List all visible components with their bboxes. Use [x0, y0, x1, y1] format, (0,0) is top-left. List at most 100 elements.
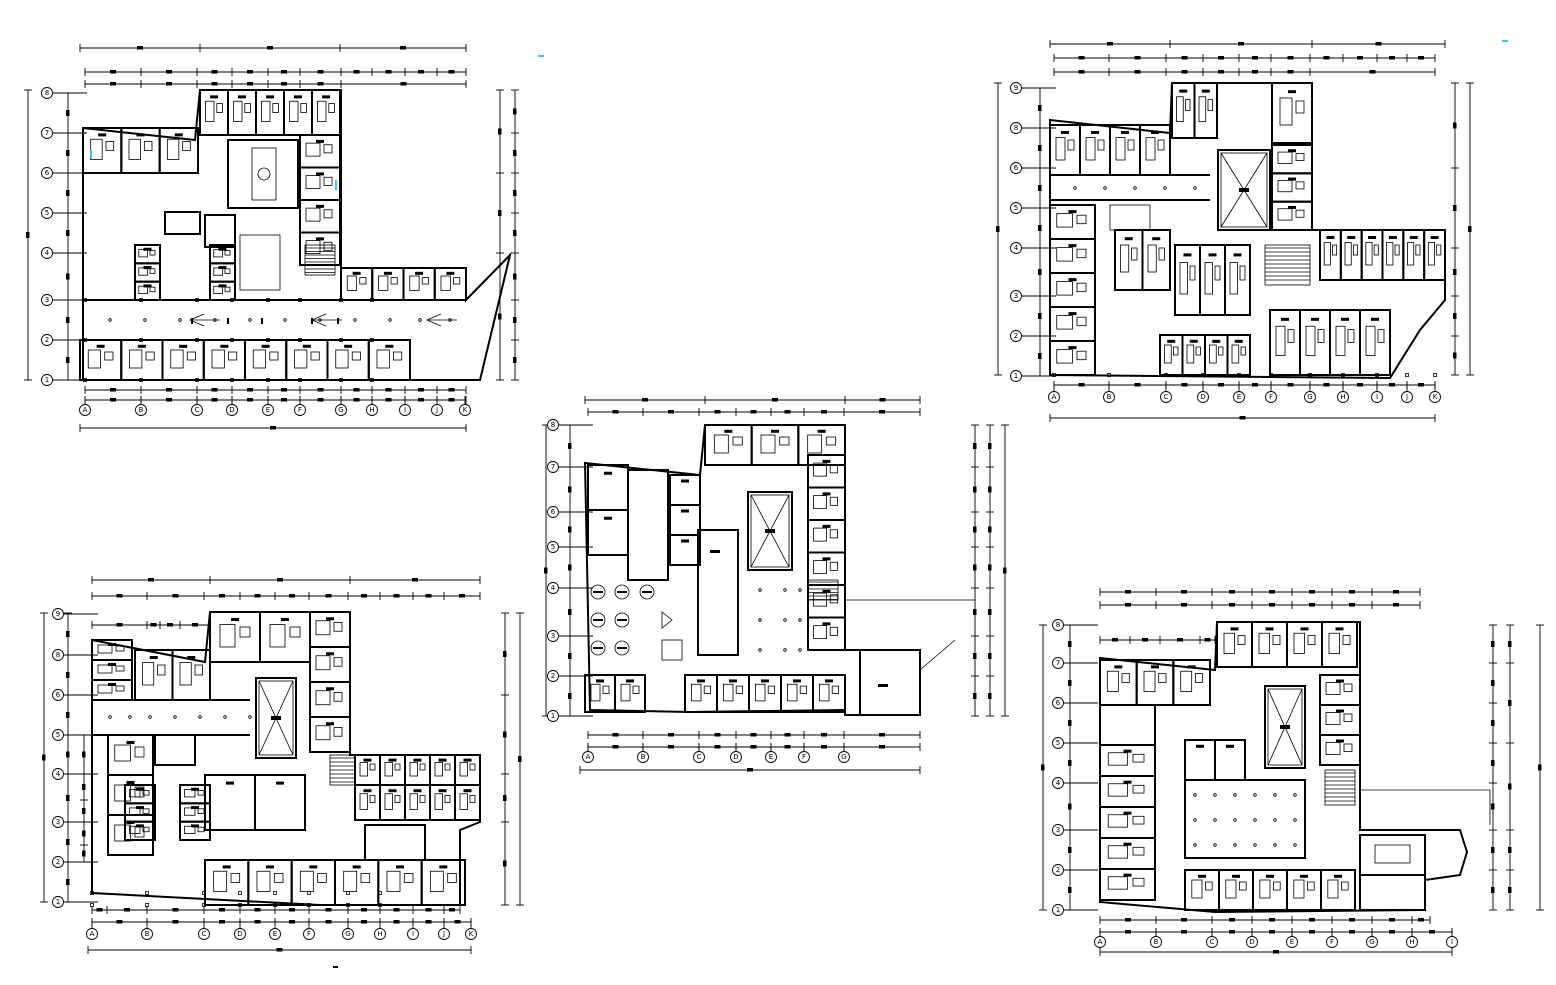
grid-column-D-bubble	[234, 928, 246, 940]
room	[1271, 200, 1313, 232]
grid-row-7-bubble	[1052, 657, 1064, 669]
bed-icon	[261, 100, 271, 122]
grid-row-7-bubble	[41, 127, 53, 139]
furniture-icon	[1343, 713, 1353, 722]
room-label-block	[1121, 131, 1129, 134]
room-label-block	[116, 594, 123, 598]
grid-column-A-bubble	[582, 751, 594, 763]
room-label-block	[1273, 950, 1279, 954]
grid-row-4-label: 4	[1056, 779, 1061, 787]
grid-row-1-label: 1	[1014, 372, 1018, 380]
room-label-block	[1124, 237, 1133, 241]
ceiling-fixture	[1273, 818, 1277, 822]
room-label-block	[498, 128, 502, 135]
furniture-icon	[197, 826, 205, 833]
room-label-block	[513, 273, 517, 280]
ceiling-fixture	[798, 618, 802, 622]
room	[164, 211, 201, 235]
room-label-block	[822, 524, 831, 528]
room-label-block	[1269, 930, 1275, 934]
room-label-block	[82, 850, 86, 857]
room-label-block	[276, 781, 284, 785]
structural-column	[1164, 373, 1168, 377]
grid-row-6-label: 6	[1056, 699, 1061, 707]
room-label-block	[1265, 627, 1274, 631]
grid-column-I-bubble	[1371, 391, 1383, 403]
room-label-block	[448, 70, 455, 74]
bed-icon	[129, 789, 141, 798]
room-label-block	[326, 722, 334, 726]
bed-icon	[315, 690, 331, 706]
room-label-block	[294, 95, 302, 99]
room-label-block	[568, 609, 572, 615]
room-label-block	[1309, 603, 1315, 607]
room-label-block	[1281, 317, 1289, 321]
room-label-block	[1369, 70, 1376, 74]
grid-column-A-label: A	[83, 406, 88, 414]
grid-column-C-bubble	[198, 928, 210, 940]
ceiling-fixture	[783, 618, 787, 622]
structural-column	[139, 298, 143, 302]
room-label-block	[110, 398, 116, 402]
furniture-icon	[1205, 881, 1213, 891]
ceiling-fixture	[1193, 818, 1197, 822]
structural-column	[298, 378, 302, 382]
furniture-icon	[1373, 244, 1379, 256]
bed-icon	[409, 275, 420, 291]
room-label-block	[261, 344, 270, 348]
room-label-block	[817, 429, 826, 433]
room-label-block	[1177, 638, 1183, 642]
furniture-icon	[1127, 139, 1135, 151]
room-label-block	[822, 622, 831, 626]
room-label-block	[116, 623, 123, 627]
bed-icon	[1335, 325, 1346, 356]
room-label-block	[82, 751, 86, 758]
bed-icon	[459, 762, 468, 777]
room-label-block	[513, 230, 517, 236]
room-label-block	[513, 190, 517, 196]
ceiling-fixture	[198, 715, 202, 719]
bed-icon	[213, 267, 223, 276]
ceiling-fixture	[783, 648, 787, 652]
atrium-void	[1264, 685, 1306, 769]
bed-icon	[184, 807, 196, 816]
room-label-block	[1212, 339, 1221, 343]
grid-column-E-label: E	[273, 930, 277, 938]
building-outline	[82, 89, 512, 381]
furniture-icon	[145, 351, 155, 361]
furniture-icon	[403, 873, 414, 883]
furniture-icon	[369, 763, 376, 771]
ceiling-fixture	[758, 588, 762, 592]
room-label-block	[82, 784, 86, 790]
room-label-block	[1349, 603, 1355, 607]
bed-icon	[1293, 879, 1305, 899]
room-label-block	[1181, 70, 1188, 74]
furniture-icon	[300, 103, 307, 113]
grid-row-4-label: 4	[56, 770, 61, 778]
room-label-block	[277, 578, 283, 582]
room-label-block	[1389, 918, 1395, 922]
room-label-block	[822, 492, 831, 496]
bed-icon	[691, 683, 702, 702]
grid-row-4-label: 4	[1014, 244, 1019, 252]
grid-row-1-label: 1	[56, 898, 60, 906]
room-label-block	[1003, 567, 1007, 574]
room-label-block	[642, 398, 648, 402]
bed-icon	[409, 793, 418, 810]
bed-icon	[409, 762, 418, 777]
ceiling-fixture	[1293, 793, 1297, 797]
room-label-block	[988, 609, 992, 615]
room-label-block	[1368, 236, 1377, 239]
room-label-block	[498, 313, 502, 320]
room-label-block	[612, 745, 619, 749]
grid-column-A-label: A	[586, 753, 591, 761]
ceiling-fixture	[1233, 818, 1237, 822]
bed-icon	[1056, 281, 1073, 296]
atrium-void	[747, 491, 793, 571]
structural-column	[370, 338, 374, 342]
room-label-block	[1038, 105, 1042, 111]
room-label-block	[1238, 42, 1244, 46]
room-label-block	[317, 398, 324, 402]
grid-row-2-label: 2	[45, 336, 49, 344]
room-label-block	[604, 471, 612, 475]
